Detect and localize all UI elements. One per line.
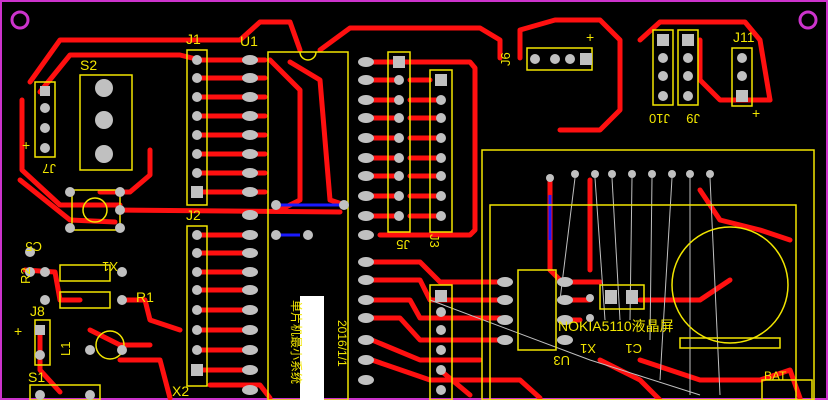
label-j5: J5 <box>396 237 410 252</box>
bottom-copper-traces <box>280 195 552 240</box>
label-u1: U1 <box>240 33 258 49</box>
label-j9: J9 <box>686 111 700 126</box>
label-j8: J8 <box>30 303 45 319</box>
label-lcd: NOKIA5110液晶屏 <box>558 318 674 334</box>
mounting-hole <box>798 10 818 30</box>
label-j10: J10 <box>649 111 670 126</box>
label-l1: L1 <box>58 342 73 356</box>
label-c5: C5 <box>25 239 42 254</box>
label-r1: R1 <box>136 289 154 305</box>
silkscreen-outlines <box>29 29 815 400</box>
label-x1b: X1 <box>580 341 596 356</box>
plus-mark: + <box>22 137 30 153</box>
label-u3: U3 <box>553 353 570 368</box>
label-x2: X2 <box>172 383 189 399</box>
plus-mark: + <box>586 29 594 45</box>
label-j1: J1 <box>186 31 201 47</box>
label-x1: X1 <box>102 259 118 274</box>
label-date: 2016/1/1 <box>335 320 349 367</box>
label-j2: J2 <box>186 207 201 223</box>
lcd-wires <box>429 177 721 396</box>
label-s2: S2 <box>80 57 97 73</box>
label-j7: J7 <box>42 161 56 176</box>
label-j3: J3 <box>427 234 442 248</box>
silkscreen-clearance <box>300 296 324 400</box>
label-c1: C1 <box>625 341 642 356</box>
label-board-title: 单片机最小系统 <box>289 300 303 384</box>
mounting-hole <box>10 10 30 30</box>
label-r2: R2 <box>18 267 33 284</box>
label-j11: J11 <box>733 29 755 45</box>
plus-mark: + <box>14 323 22 339</box>
label-s1: S1 <box>28 369 45 385</box>
plus-mark: + <box>752 105 760 121</box>
label-j6: J6 <box>498 52 513 66</box>
label-bat: BAT <box>764 369 787 383</box>
pads <box>25 34 748 400</box>
